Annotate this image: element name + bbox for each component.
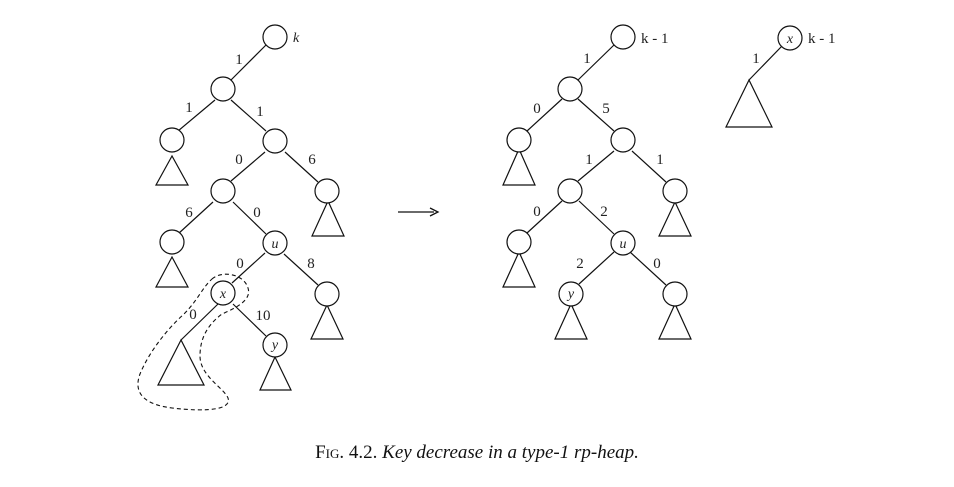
edge-label: 0 [253,205,261,221]
tree-node [159,127,185,153]
detached-subtree: x k - 1 1 [725,25,836,128]
node-label-y: y [270,338,279,353]
edge [748,45,783,81]
edge-label: 1 [752,51,760,67]
node-x [210,280,236,306]
edge [230,44,267,81]
edge [232,201,267,235]
subtree-triangle [554,302,588,340]
edge [578,251,615,285]
edge-label: 0 [236,256,244,272]
edge-label: 0 [533,204,541,220]
edge-label: 1 [256,104,264,120]
edge [177,99,216,132]
tree-node [159,229,185,255]
tree-node [506,127,532,153]
tree-node [662,281,688,307]
edge [578,200,615,235]
edge-label: 1 [235,52,243,68]
subtree-triangle [658,302,692,340]
edge [526,98,563,132]
left-tree: u x y k 1 1 1 0 6 6 0 0 8 0 10 [137,24,345,411]
edge [180,303,219,341]
root-node [262,24,288,50]
edge-label: 0 [235,152,243,168]
right-tree: u y k - 1 1 0 5 1 1 0 2 2 0 [502,24,692,340]
tree-node [314,281,340,307]
tree-node [610,127,636,153]
subtree-triangle [502,147,536,186]
edge [230,99,267,132]
tree-node [210,178,236,204]
tree-node [314,178,340,204]
edge [577,98,615,132]
subtree-triangle [725,78,773,128]
edge-label: 8 [307,256,315,272]
subtree-triangle [310,303,344,340]
edge-label: 6 [308,152,316,168]
edge [631,150,667,183]
edge [526,200,563,234]
root-node [610,24,636,50]
node-label-y: y [566,287,575,302]
edge-label: 1 [656,152,664,168]
right-arrow-icon [398,207,440,217]
tree-node [262,128,288,154]
node-y [558,281,584,307]
caption-text: Key decrease in a type-1 rp-heap. [382,442,639,463]
node-label-u: u [272,237,279,252]
edge-label: 0 [653,256,661,272]
edge [577,150,615,182]
edge [283,253,319,286]
tree-node [557,76,583,102]
root-rank-label: k [293,31,300,46]
subtree-triangle [259,355,292,391]
edge-label: 2 [576,256,584,272]
edge-label: 1 [585,152,593,168]
edge-label: 6 [185,205,193,221]
edge [230,151,266,182]
edge-label: 2 [600,204,608,220]
dashed-enclosure [137,273,250,411]
node-u [610,230,636,256]
edge [231,252,266,284]
node-label-u: u [620,237,627,252]
edge [177,201,214,235]
edge-label: 1 [583,51,591,67]
tree-node [506,229,532,255]
subtree-triangle [155,255,189,288]
figure-caption: Fig. 4.2. Key decrease in a type-1 rp-he… [0,442,954,464]
subtree-triangle [311,199,345,237]
node-label-x: x [786,32,794,47]
root-rank-label: k - 1 [808,31,836,47]
edge-label: 5 [602,101,610,117]
edge [629,251,667,286]
subtree-triangle [502,250,536,288]
node-y [262,332,288,358]
node-label-x: x [219,287,227,302]
edge [232,303,267,337]
edge-label: 10 [256,308,271,324]
edge [284,151,319,183]
tree-node [210,76,236,102]
tree-node [557,178,583,204]
node-u [262,230,288,256]
subtree-triangle [154,154,190,186]
root-rank-label: k - 1 [641,31,669,47]
caption-prefix: Fig. 4.2. [315,442,378,463]
edge-label: 0 [533,101,541,117]
tree-node [662,178,688,204]
node-x [777,25,803,51]
edge-label: 1 [185,100,193,116]
subtree-triangle [658,200,692,237]
edge-label: 0 [189,307,197,323]
subtree-triangle [157,338,205,386]
edge [577,44,615,81]
